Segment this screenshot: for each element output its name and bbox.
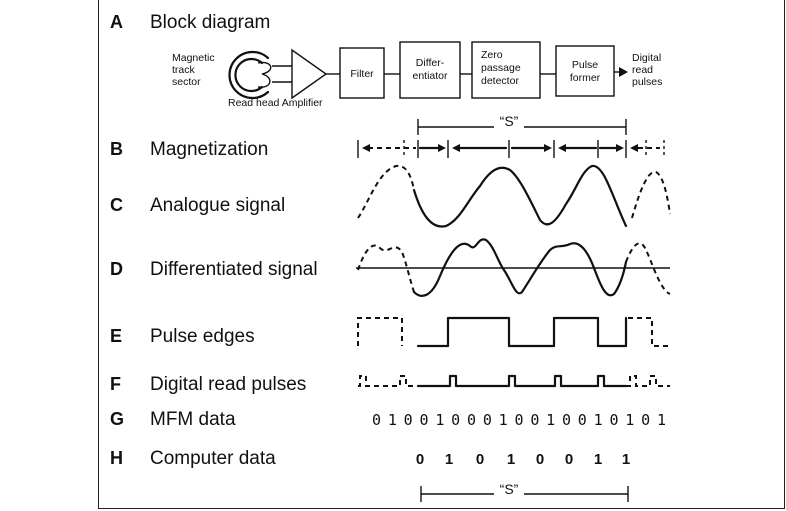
computer-bit-5: 0: [536, 451, 544, 468]
computer-bit-7: 1: [594, 451, 602, 468]
digital-read-pulses: [358, 374, 670, 388]
row-letter-d: D: [110, 259, 123, 279]
mfm-data: 0100100010010010101: [372, 411, 666, 429]
computer-bit-6: 0: [565, 451, 573, 468]
row-name-analogue-signal: Analogue signal: [150, 195, 285, 216]
row-letter-f: F: [110, 374, 121, 394]
computer-bit-8: 1: [622, 451, 630, 468]
row-name-pulse-edges: Pulse edges: [150, 326, 255, 347]
block-pulse-line-2: former: [570, 72, 601, 84]
row-letter-a: A: [110, 12, 123, 32]
row-letter-h: H: [110, 448, 123, 468]
block-differentiator-line-1: Differ-: [416, 57, 445, 69]
s-label-top: “S”: [500, 113, 519, 129]
row-name-computer-data: Computer data: [150, 448, 276, 469]
row-labels: A Block diagram B Magnetization C Analog…: [110, 12, 318, 469]
output-label-line-3: pulses: [632, 76, 662, 88]
block-pulse-line-1: Pulse: [572, 59, 598, 71]
computer-bit-2: 1: [445, 451, 453, 468]
row-name-block-diagram: Block diagram: [150, 12, 270, 33]
computer-bit-1: 0: [416, 451, 424, 468]
block-filter: [339, 47, 385, 99]
source-label-line-1: Magnetic: [172, 52, 215, 64]
row-name-mfm-data: MFM data: [150, 409, 236, 430]
pulse-edges: [357, 316, 670, 348]
output-label-line-2: read: [632, 64, 653, 76]
source-label-line-2: track: [172, 64, 196, 76]
block-filter-line-1: Filter: [350, 68, 374, 80]
block-differentiator-line-2: entiator: [412, 70, 448, 82]
block-zero-passage-detector: [471, 41, 541, 99]
read-head-amplifier-label: Read head Amplifier: [228, 97, 323, 109]
computer-bit-3: 0: [476, 451, 484, 468]
block-pulse-former: [555, 45, 615, 97]
block-zero-line-1: Zero: [481, 49, 503, 61]
row-letter-e: E: [110, 326, 122, 346]
source-label-line-3: sector: [172, 76, 201, 88]
computer-data: 0 1 0 1 0 0 1 1: [416, 451, 630, 468]
diagram-frame: [98, 0, 785, 509]
arrow-right-icon: [619, 67, 628, 77]
read-head-icon: [228, 50, 292, 100]
row-name-differentiated-signal: Differentiated signal: [150, 259, 318, 280]
row-letter-c: C: [110, 195, 123, 215]
block-zero-line-3: detector: [481, 75, 519, 87]
amplifier-icon: [291, 48, 328, 100]
output-label-line-1: Digital: [632, 52, 661, 64]
s-bracket-top: “S”: [417, 113, 627, 135]
computer-bit-4: 1: [507, 451, 515, 468]
row-letter-b: B: [110, 139, 123, 159]
row-name-digital-read-pulses: Digital read pulses: [150, 374, 306, 395]
block-diagram: Magnetic track sector Read head Amplifie…: [172, 41, 662, 109]
block-zero-line-2: passage: [481, 62, 521, 74]
differentiated-signal: [356, 238, 671, 297]
magnetization-arrows: [357, 140, 665, 158]
mfm-bit-string: 0100100010010010101: [372, 411, 666, 429]
row-letter-g: G: [110, 409, 124, 429]
block-differentiator: [399, 41, 461, 99]
s-label-bottom: “S”: [500, 481, 519, 497]
row-name-magnetization: Magnetization: [150, 139, 268, 160]
analogue-signal: [357, 164, 671, 228]
s-bracket-bottom: “S”: [420, 481, 629, 502]
